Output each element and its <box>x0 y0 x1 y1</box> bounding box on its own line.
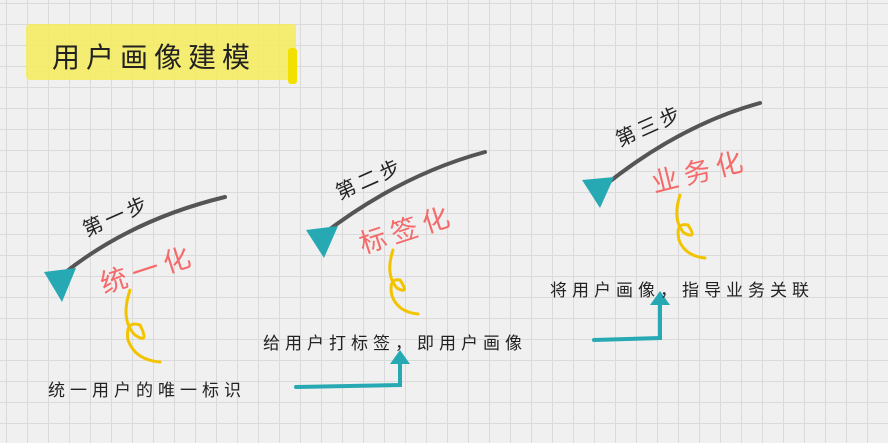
step2-arrowhead <box>306 226 338 258</box>
arrow-2-3 <box>592 301 662 342</box>
curl-3 <box>675 193 707 260</box>
curl-2 <box>388 248 420 316</box>
arrow-1-2-head <box>390 350 410 364</box>
title-highlight <box>26 24 296 80</box>
note-step2: 给用户打标签，即用户画像 <box>263 334 527 354</box>
step1-curve <box>60 195 227 277</box>
arrow-2-3-head <box>650 291 670 305</box>
step3-arrowhead <box>582 177 614 208</box>
note-step3: 将用户画像，指导业务关联 <box>550 281 814 301</box>
curl-1 <box>124 288 162 364</box>
step1-arrowhead <box>44 268 76 302</box>
step2-curve <box>320 150 487 237</box>
title-highlight-mark <box>288 48 297 84</box>
arrow-1-2 <box>294 360 402 389</box>
note-step1: 统一用户的唯一标识 <box>48 381 246 401</box>
step3-curve <box>602 101 762 188</box>
diagram-title: 用户画像建模 <box>52 41 257 74</box>
